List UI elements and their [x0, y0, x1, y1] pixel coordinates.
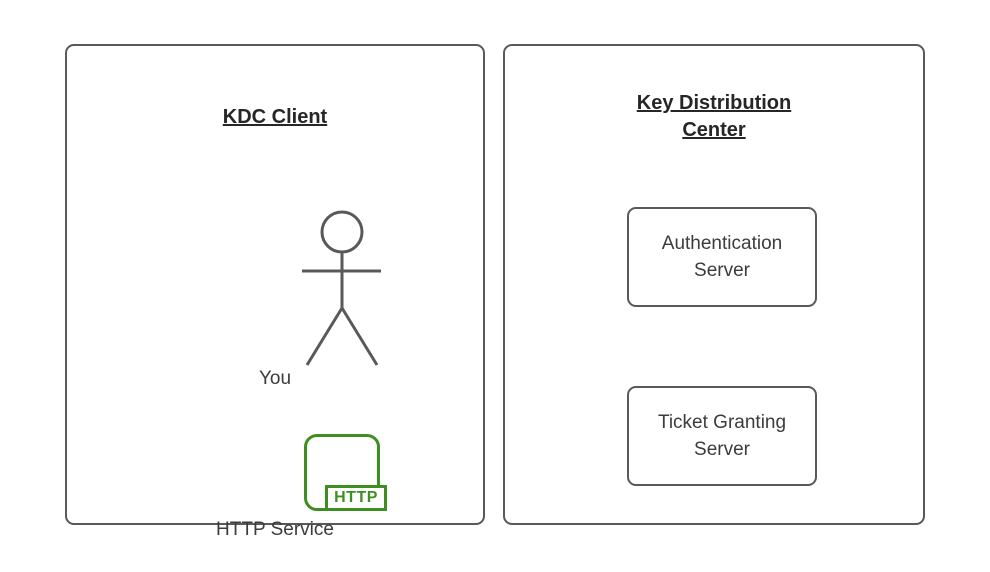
- actor-stick-figure-icon: [302, 210, 381, 366]
- ticket-granting-server-label: Ticket Granting Server: [657, 412, 787, 460]
- http-service-label: HTTP Service: [216, 519, 334, 540]
- kdc-title: Key Distribution Center: [636, 92, 792, 141]
- kdc-client-panel: KDC Client You HTTP HTTP Service: [65, 44, 485, 540]
- authentication-server-label: Authentication Server: [661, 233, 783, 281]
- http-badge: HTTP: [325, 485, 387, 511]
- authentication-server-node: Authentication Server: [627, 207, 817, 307]
- key-distribution-center-panel: Key Distribution Center Authentication S…: [503, 44, 925, 525]
- kdc-client-title: KDC Client: [222, 106, 328, 128]
- http-service-icon: HTTP: [239, 390, 394, 515]
- ticket-granting-server-node: Ticket Granting Server: [627, 386, 817, 486]
- actor-label: You: [258, 368, 292, 389]
